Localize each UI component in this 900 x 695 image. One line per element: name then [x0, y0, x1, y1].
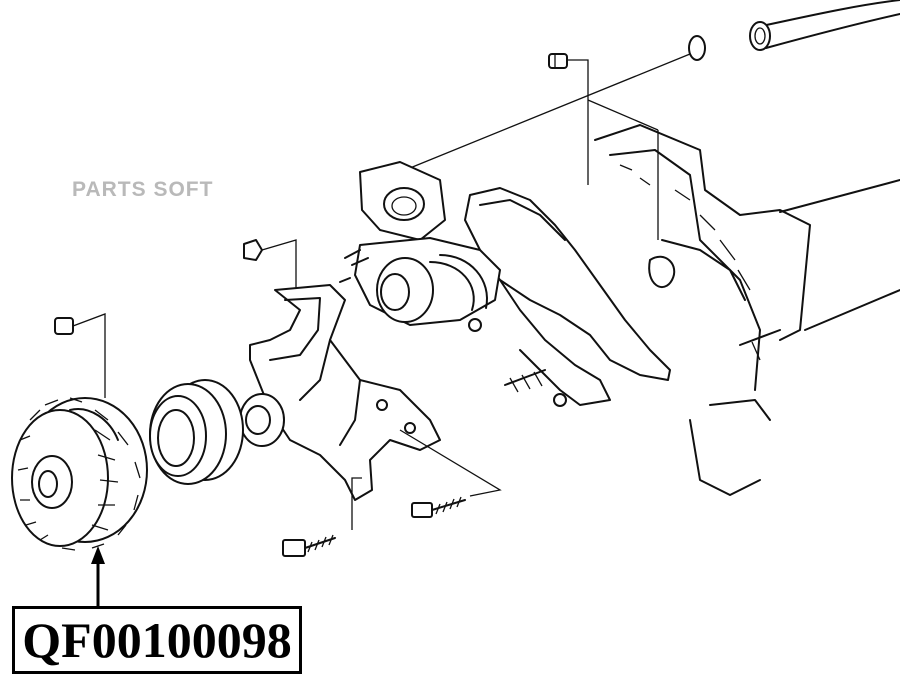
nut-top: [548, 53, 568, 69]
bolt-lower-right: [399, 429, 502, 518]
nut-bracket: [243, 239, 297, 290]
bolt-lower-left: [282, 477, 362, 557]
part-number-label: QF00100098: [22, 612, 292, 668]
nut-left: [54, 313, 106, 398]
fan-bracket: [239, 277, 441, 501]
o-ring: [688, 35, 706, 61]
engine-timing-cover: [594, 124, 900, 496]
water-pump: [344, 161, 671, 407]
fan-pulley: [149, 379, 244, 485]
fan-clutch: [11, 397, 148, 551]
callout-arrow: [91, 546, 105, 608]
coolant-hose: [749, 0, 900, 51]
part-number-box: QF00100098: [12, 606, 302, 674]
leader-lines-top: [409, 53, 691, 240]
watermark-text: PARTS SOFT: [72, 178, 214, 201]
